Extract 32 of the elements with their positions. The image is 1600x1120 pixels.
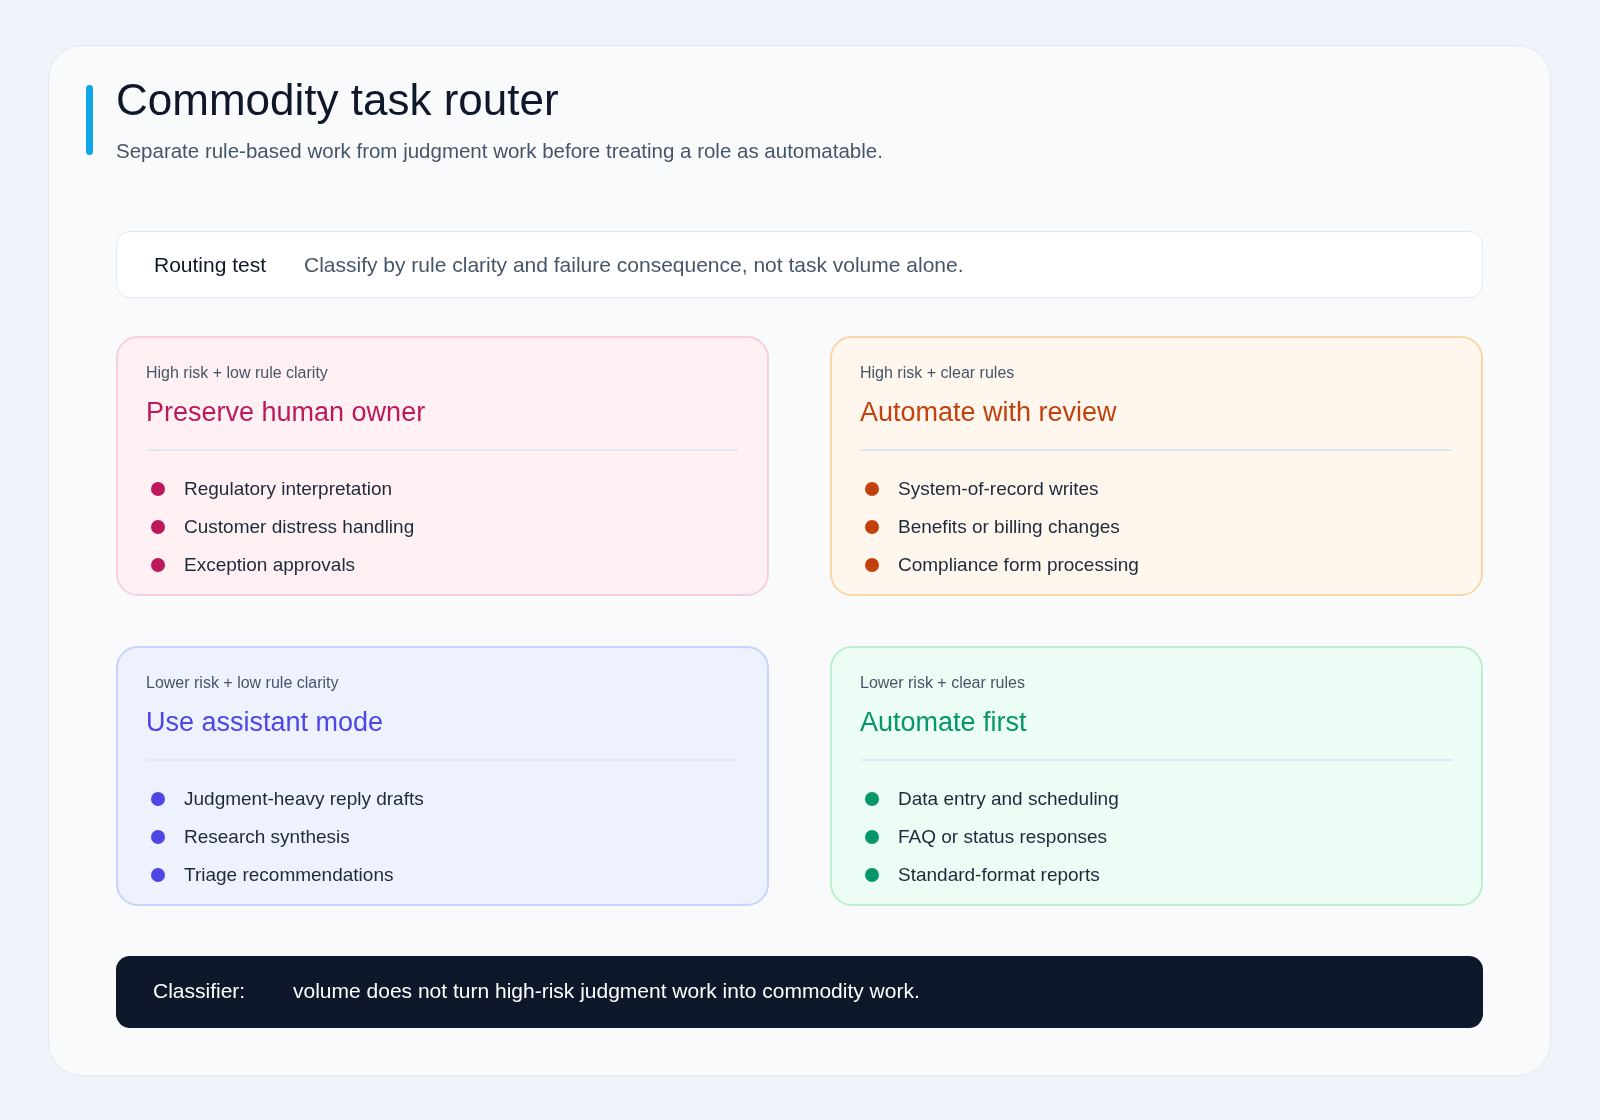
list-item: Standard-format reports <box>898 863 1100 887</box>
list-item: Exception approvals <box>184 553 356 577</box>
list-item: Regulatory interpretation <box>184 477 393 501</box>
card-kicker: Lower risk + low rule clarity <box>146 673 339 693</box>
list-item: Triage recommendations <box>184 863 394 887</box>
card-heading: Automate first <box>860 706 1027 739</box>
list-item: Customer distress handling <box>184 515 415 539</box>
card-heading: Use assistant mode <box>146 706 384 739</box>
card-kicker: High risk + clear rules <box>860 363 1015 383</box>
bar-text: Classify by rule clarity and failure consequence, not task volume alone. <box>304 252 964 278</box>
callout-bar <box>116 956 1483 1028</box>
quadrant-card <box>830 336 1483 596</box>
bar-text: volume does not turn high-risk judgment work into commodity work. <box>293 978 920 1004</box>
list-item: System-of-record writes <box>898 477 1099 501</box>
card-kicker: High risk + low rule clarity <box>146 363 328 383</box>
card-heading: Preserve human owner <box>146 396 426 429</box>
bar-label: Classifier: <box>153 978 246 1004</box>
quadrant-card <box>116 336 769 596</box>
list-item: Judgment-heavy reply drafts <box>184 787 424 811</box>
quadrant-card <box>116 646 769 906</box>
card-kicker: Lower risk + clear rules <box>860 673 1025 693</box>
info-bar <box>116 231 1483 298</box>
list-item: Benefits or billing changes <box>898 515 1120 539</box>
list-item: Data entry and scheduling <box>898 787 1119 811</box>
page-subtitle: Separate rule-based work from judgment work before treating a role as automatable. <box>116 138 883 164</box>
list-item: Compliance form processing <box>898 553 1139 577</box>
card-heading: Automate with review <box>860 396 1117 429</box>
list-item: Research synthesis <box>184 825 350 849</box>
quadrant-card <box>830 646 1483 906</box>
page-title: Commodity task router <box>116 74 559 126</box>
bar-label: Routing test <box>154 252 267 278</box>
list-item: FAQ or status responses <box>898 825 1108 849</box>
